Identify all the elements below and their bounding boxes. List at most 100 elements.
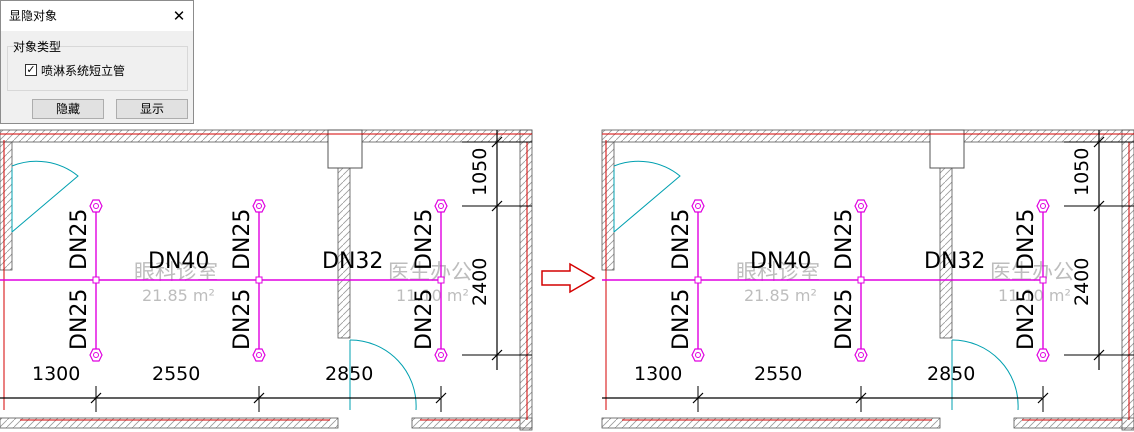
sprinkler-head-center	[93, 352, 99, 358]
pipe-tee	[92, 276, 100, 284]
column	[929, 129, 965, 169]
bottom-wall-left	[601, 417, 941, 429]
pipe-label-dn25: DN25	[832, 289, 857, 350]
sprinkler-head-icon	[854, 199, 868, 213]
sprinkler-head-icon	[691, 348, 705, 362]
top-wall	[601, 129, 1134, 143]
bottom-wall-right	[1013, 417, 1134, 429]
dimension-tick	[1093, 136, 1105, 148]
pipe-label-dn25: DN25	[412, 289, 437, 350]
pipe-tee	[694, 276, 702, 284]
object-type-group	[7, 46, 188, 91]
dimension-2550: 2550	[754, 363, 802, 385]
show-hide-dialog: 显隐对象 ✕ 对象类型 ✓ 喷淋系统短立管 隐藏 显示	[0, 0, 194, 124]
sprinkler-riser-checkbox[interactable]: ✓	[25, 63, 37, 76]
pipe-tee	[437, 276, 445, 284]
pipe-label-dn25: DN25	[1014, 289, 1039, 350]
dimension-tick	[1093, 349, 1105, 361]
pipe-label-dn25: DN25	[67, 209, 92, 270]
column	[327, 129, 363, 169]
pipe-label-dn25: DN25	[67, 289, 92, 350]
door-swing-right	[349, 339, 417, 411]
dimension-tick	[692, 392, 704, 404]
pipe-label-dn25: DN25	[230, 209, 255, 270]
sprinkler-head-icon	[854, 348, 868, 362]
dimension-1300: 1300	[634, 363, 682, 385]
pipe-label-dn25: DN25	[230, 289, 255, 350]
dimension-tick	[1037, 392, 1049, 404]
right-wall	[1121, 129, 1134, 431]
sprinkler-head-center	[93, 203, 99, 209]
dimension-2850: 2850	[325, 363, 373, 385]
door-swing-left	[11, 160, 79, 233]
sprinkler-head-center	[438, 203, 444, 209]
pipe-label-dn25: DN25	[1014, 209, 1039, 270]
right-arrow-icon	[541, 262, 596, 294]
door-swing-right	[951, 339, 1019, 411]
dimension-2550: 2550	[152, 363, 200, 385]
sprinkler-head-icon	[252, 199, 266, 213]
dimension-2400: 2400	[469, 258, 491, 306]
pipe-label-dn25: DN25	[412, 209, 437, 270]
sprinkler-head-icon	[252, 348, 266, 362]
pipe-tee	[857, 276, 865, 284]
sprinkler-head-icon	[89, 348, 103, 362]
pipe-tee	[255, 276, 263, 284]
pipe-label-dn25: DN25	[669, 209, 694, 270]
dimension-2400: 2400	[1071, 258, 1093, 306]
dimension-tick	[491, 136, 503, 148]
sprinkler-head-icon	[691, 199, 705, 213]
left-wall	[0, 141, 13, 271]
sprinkler-head-center	[858, 352, 864, 358]
sprinkler-head-icon	[89, 199, 103, 213]
dimension-1300: 1300	[32, 363, 80, 385]
room-area-right: 11.10 m²	[998, 286, 1071, 305]
close-icon[interactable]: ✕	[172, 7, 186, 25]
pipe-label-dn40: DN40	[750, 249, 811, 274]
sprinkler-head-icon	[1036, 199, 1050, 213]
dimension-1050: 1050	[1071, 148, 1093, 196]
pipe-label-dn25: DN25	[832, 209, 857, 270]
pipe-label-dn40: DN40	[148, 249, 209, 274]
dialog-title: 显隐对象	[9, 9, 58, 23]
group-label: 对象类型	[13, 40, 62, 54]
room-area-left: 21.85 m²	[142, 286, 215, 305]
pipe-label-dn32: DN32	[322, 249, 383, 274]
sprinkler-head-center	[1040, 352, 1046, 358]
sprinkler-head-icon	[434, 348, 448, 362]
sprinkler-head-center	[256, 352, 262, 358]
dimension-tick	[435, 392, 447, 404]
dimension-tick	[491, 349, 503, 361]
dimension-tick	[253, 392, 265, 404]
sprinkler-head-center	[695, 203, 701, 209]
sprinkler-head-center	[858, 203, 864, 209]
dimension-tick	[90, 392, 102, 404]
hide-button[interactable]: 隐藏	[32, 99, 104, 119]
dialog-title-bar: 显隐对象	[1, 1, 193, 31]
left-wall	[601, 141, 615, 271]
pipe-label-dn32: DN32	[924, 249, 985, 274]
dimension-tick	[491, 200, 503, 212]
door-swing-left	[613, 160, 681, 233]
bottom-wall-right	[411, 417, 533, 429]
sprinkler-head-icon	[1036, 348, 1050, 362]
sprinkler-head-center	[1040, 203, 1046, 209]
show-button[interactable]: 显示	[116, 99, 188, 119]
sprinkler-head-center	[256, 203, 262, 209]
dimension-tick	[855, 392, 867, 404]
top-wall	[0, 129, 533, 143]
sprinkler-riser-checkbox-label[interactable]: 喷淋系统短立管	[41, 64, 126, 78]
sprinkler-head-center	[438, 352, 444, 358]
room-area-left: 21.85 m²	[744, 286, 817, 305]
dimension-2850: 2850	[927, 363, 975, 385]
dimension-1050: 1050	[469, 148, 491, 196]
pipe-tee	[1039, 276, 1047, 284]
room-area-right: 11.10 m²	[396, 286, 469, 305]
right-wall	[519, 129, 533, 431]
bottom-wall-left	[0, 417, 339, 429]
sprinkler-head-center	[695, 352, 701, 358]
pipe-label-dn25: DN25	[669, 289, 694, 350]
